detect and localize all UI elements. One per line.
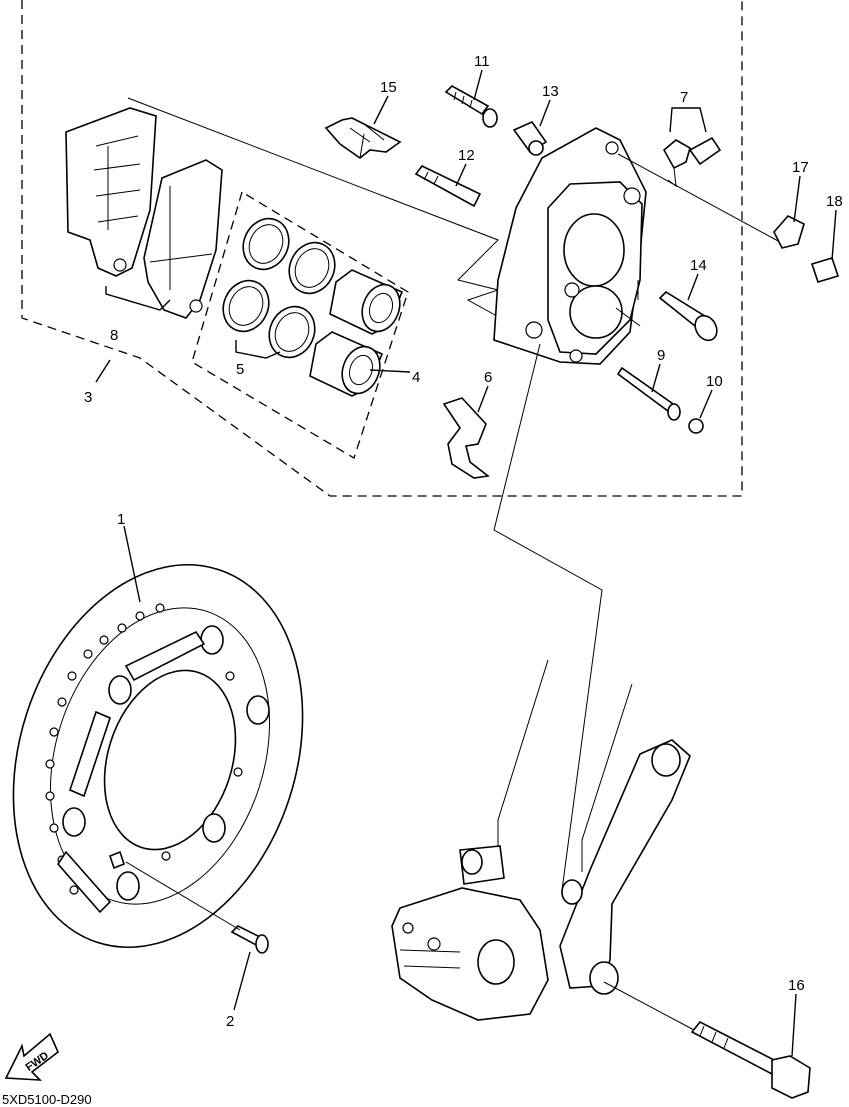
brake-disc <box>12 563 304 949</box>
pad-spring <box>324 117 402 159</box>
callout-10: 10 <box>706 373 723 390</box>
leader-9 <box>651 363 661 393</box>
caliper-pistons <box>309 269 404 397</box>
caliper-mount-line <box>493 343 603 891</box>
callout-7: 7 <box>680 89 688 106</box>
clip-guide-line <box>617 153 781 243</box>
piston-seal-rings <box>222 217 336 359</box>
leader-16 <box>791 993 797 1057</box>
leader-17 <box>793 175 801 223</box>
leader-3 <box>95 359 111 383</box>
leader-10 <box>699 389 713 419</box>
callout-6: 6 <box>484 369 492 386</box>
leader-2 <box>233 951 251 1011</box>
callout-1: 1 <box>117 511 125 528</box>
callout-5: 5 <box>236 361 244 378</box>
pad-support-plate <box>442 397 490 479</box>
callout-2: 2 <box>226 1013 234 1030</box>
leader-1 <box>123 525 141 603</box>
brake-pad-outer <box>65 107 157 277</box>
leader-13 <box>539 99 551 127</box>
leader-18 <box>831 209 837 261</box>
callout-11: 11 <box>474 53 490 70</box>
callout-13: 13 <box>542 83 559 100</box>
brake-hose-clip <box>662 136 722 188</box>
callout-12: 12 <box>458 147 475 164</box>
leader-8 <box>105 286 171 311</box>
slide-pin <box>658 290 718 342</box>
pad-guide-line <box>127 97 505 321</box>
callout-4: 4 <box>412 369 420 386</box>
disc-bolt <box>230 925 269 954</box>
clamp-bracket <box>773 215 805 249</box>
leader-11 <box>473 69 483 101</box>
front-fork-leg <box>391 659 691 1021</box>
leader-7 <box>669 107 707 133</box>
leader-14 <box>687 273 699 301</box>
drawing-code: 5XD5100-D290 <box>2 1092 92 1107</box>
leader-6 <box>477 385 489 413</box>
pad-pin <box>444 85 498 128</box>
fork-bolt-guide <box>603 981 695 1031</box>
caliper-bolt <box>616 366 681 421</box>
callout-9: 9 <box>657 347 665 364</box>
disc-bolt-guide <box>125 861 241 931</box>
leader-12 <box>455 163 467 187</box>
callout-8: 8 <box>110 327 118 344</box>
bleed-screw <box>512 121 548 156</box>
brake-caliper-body <box>493 127 647 365</box>
callout-3: 3 <box>84 389 92 406</box>
forward-direction-arrow-icon: FWD <box>4 1032 59 1081</box>
callout-18: 18 <box>826 193 843 210</box>
piston-kit-boundary <box>191 191 409 459</box>
callout-17: 17 <box>792 159 809 176</box>
callout-16: 16 <box>788 977 805 994</box>
caliper-assembly-boundary <box>21 0 743 497</box>
caliper-nut <box>688 418 704 434</box>
fork-mount-bolt <box>690 1020 811 1099</box>
brake-pad-inner <box>143 159 223 319</box>
callout-15: 15 <box>380 79 397 96</box>
leader-15 <box>373 95 389 125</box>
clamp-bolt <box>810 257 840 283</box>
leader-5 <box>235 340 281 359</box>
callout-14: 14 <box>690 257 707 274</box>
leader-4 <box>369 369 411 373</box>
retaining-pin <box>414 164 482 208</box>
